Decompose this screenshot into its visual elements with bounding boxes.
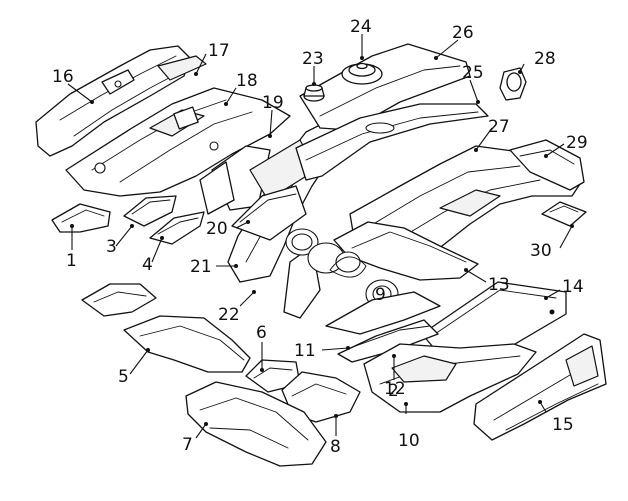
callout-7: 7: [182, 435, 193, 455]
callout-22: 22: [218, 305, 240, 325]
callout-labels: 1 2 3 4 5 6 7 8 9 10 11 12 13 14 15 16 1…: [52, 17, 588, 457]
part-5-sill: [123, 315, 251, 373]
part-6-floor-section: [245, 359, 301, 393]
callout-16: 16: [52, 67, 74, 87]
callout-2: 2: [388, 381, 399, 401]
callout-18: 18: [236, 71, 258, 91]
callout-25: 25: [462, 63, 484, 83]
part-16-17-front-rail: [35, 45, 207, 157]
callout-26: 26: [452, 23, 474, 43]
callout-27: 27: [488, 117, 510, 137]
part-13-trunk-floor: [333, 221, 479, 281]
part-7-heat-shield: [185, 381, 327, 467]
callout-15: 15: [552, 415, 574, 435]
part-23-plug: [303, 84, 325, 102]
part-26-rear-floor-panel: [299, 43, 471, 131]
callout-9: 9: [375, 285, 386, 305]
part-15-side-panel: [473, 333, 607, 441]
callout-14: 14: [562, 277, 584, 297]
part-2-reinforcement: [81, 283, 157, 317]
callout-21: 21: [190, 257, 212, 277]
part-1-bracket: [51, 203, 111, 233]
callout-20: 20: [206, 219, 228, 239]
part-24-grommet: [341, 62, 383, 85]
callout-12: 12: [384, 379, 406, 399]
callout-23: 23: [302, 49, 324, 69]
part-30-pad: [541, 201, 587, 227]
part-25-crossmember: [295, 103, 489, 181]
part-11-cross-brace: [325, 291, 441, 363]
part-28-plug: [499, 67, 527, 101]
callout-11: 11: [294, 341, 316, 361]
callout-28: 28: [534, 49, 556, 69]
callout-3: 3: [106, 237, 117, 257]
callout-29: 29: [566, 133, 588, 153]
callout-17: 17: [208, 41, 230, 61]
callout-6: 6: [256, 323, 267, 343]
callout-4: 4: [142, 255, 153, 275]
callout-13: 13: [488, 275, 510, 295]
part-4-rail: [149, 211, 205, 245]
part-29-shelf: [509, 139, 585, 191]
part-3-rail: [123, 195, 177, 227]
callout-8: 8: [330, 437, 341, 457]
callout-5: 5: [118, 367, 129, 387]
leader-lines: [67, 34, 574, 439]
part-10-12-rear-panel: [363, 343, 537, 413]
callout-24: 24: [350, 17, 372, 37]
callout-30: 30: [530, 241, 552, 261]
callout-1: 1: [66, 251, 77, 271]
callout-10: 10: [398, 431, 420, 451]
callout-19: 19: [262, 93, 284, 113]
